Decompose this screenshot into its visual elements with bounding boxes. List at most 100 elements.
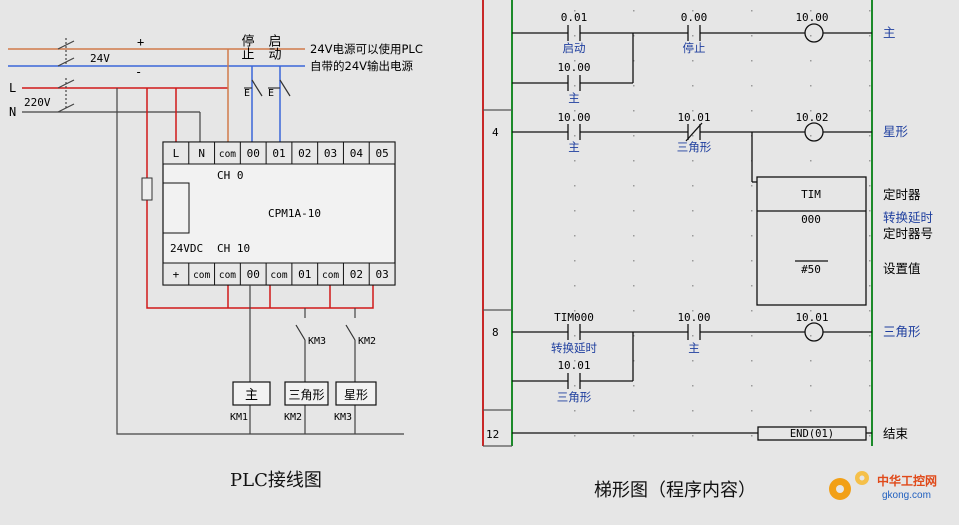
end-instruction: END(01) [790, 428, 834, 440]
coil-km1: 主 KM1 [230, 381, 271, 423]
timer-title: TIM [801, 188, 821, 201]
r2-contact2-address: 10.01 [677, 111, 710, 124]
stop-button-icon [244, 79, 263, 97]
start-label: 启动 [266, 34, 282, 61]
r3-contact2-address: 10.00 [677, 311, 710, 324]
fuse-icon [141, 177, 153, 201]
r1-coil-address: 10.00 [795, 11, 828, 24]
output-terminal-5: 01 [298, 268, 311, 281]
neutral-return-wire [116, 88, 404, 435]
rung-3 [512, 322, 872, 389]
rung-number-12: 12 [486, 428, 499, 441]
wiring-caption: PLC接线图 [230, 470, 322, 491]
input-terminal-4: 01 [272, 147, 285, 160]
rung-number-8: 8 [492, 326, 499, 339]
r1-contact2-address: 0.00 [681, 11, 708, 24]
ladder-caption: 梯形图（程序内容） [594, 480, 756, 501]
start-button-icon [268, 79, 291, 97]
note-line-1: 24V电源可以使用PLC [310, 42, 423, 56]
coil-km2: 三角形 KM2 [284, 381, 329, 423]
timer-delay-note: 转换延时 [883, 210, 934, 225]
end-note: 结束 [883, 426, 909, 441]
rung-1 [512, 23, 872, 91]
relay-km3-label: KM3 [308, 336, 326, 347]
r2-contact1-name: 主 [568, 140, 580, 154]
timer-setting-note: 设置值 [883, 261, 921, 276]
r1-contact1-name: 启动 [563, 41, 586, 55]
note-line-2: 自带的24V输出电源 [310, 59, 413, 73]
input-terminal-strip [162, 141, 396, 165]
rung-end [512, 426, 872, 441]
coil-km1-label: 主 [245, 388, 258, 403]
output-terminal-1: com [193, 270, 210, 281]
input-channel-label: CH 0 [217, 169, 244, 182]
input-terminal-7: 04 [350, 147, 364, 160]
plc-model-label: CPM1A-10 [268, 207, 321, 220]
input-terminal-6: 03 [324, 147, 337, 160]
r1-contact3-address: 10.00 [557, 61, 590, 74]
r1-contact3-name: 主 [568, 91, 580, 105]
input-terminal-8: 05 [375, 147, 388, 160]
input-terminal-3: 00 [247, 147, 260, 160]
svg-text:E: E [244, 88, 250, 99]
r2-coil-address: 10.02 [795, 111, 828, 124]
output-terminal-8: 03 [375, 268, 388, 281]
input-terminal-2: com [219, 149, 236, 160]
timer-note: 定时器 [883, 187, 921, 202]
output-terminal-6: com [322, 270, 339, 281]
supply-220v-label: 220V [24, 96, 51, 109]
input-terminal-0: L [173, 147, 180, 160]
r3-contact1-name: 转换延时 [551, 341, 597, 355]
stop-label: 停止 [239, 33, 255, 60]
rung-2 [512, 122, 872, 306]
supply-24v-label: 24V [90, 52, 110, 65]
input-terminal-5: 02 [298, 147, 311, 160]
km2-contact-icon [345, 324, 356, 341]
gear-logo-icon [829, 471, 869, 500]
r1-contact1-address: 0.01 [561, 11, 588, 24]
r2-coil-name: 星形 [883, 124, 909, 139]
r3-contact3-name: 三角形 [557, 390, 592, 404]
line-L-label: L [9, 81, 16, 95]
coil-km2-label: 三角形 [288, 388, 324, 402]
minus-rail-label: - [135, 65, 142, 79]
wiring-diagram: + - 24V L N 220V [8, 33, 423, 491]
r3-coil-address: 10.01 [795, 311, 828, 324]
r3-coil-name: 三角形 [883, 324, 921, 339]
coil-km3-label: 星形 [344, 388, 368, 402]
plus-rail-label: + [137, 35, 144, 49]
input-terminal-1: N [198, 147, 205, 160]
timer-number: 000 [801, 213, 821, 226]
breaker-220v [57, 78, 75, 113]
output-supply-label: 24VDC [170, 242, 203, 255]
output-terminal-0: + [173, 268, 180, 281]
watermark-cn: 中华工控网 [877, 473, 937, 488]
output-terminal-7: 02 [350, 268, 363, 281]
plc-expansion-slot [162, 182, 190, 234]
r3-contact1-address: TIM000 [554, 311, 594, 324]
km3-contact-icon [295, 324, 306, 341]
coil-km3-tag: KM3 [334, 412, 352, 423]
timer-number-note: 定时器号 [883, 226, 933, 241]
output-channel-label: CH 10 [217, 242, 250, 255]
watermark: 中华工控网 gkong.com [829, 471, 937, 501]
watermark-url: gkong.com [882, 490, 931, 501]
coil-km2-tag: KM2 [284, 412, 302, 423]
breaker-24v [57, 38, 75, 67]
output-terminal-3: 00 [247, 268, 260, 281]
r2-contact1-address: 10.00 [557, 111, 590, 124]
coil-km1-tag: KM1 [230, 412, 248, 423]
coil-km3: 星形 KM3 [334, 381, 377, 423]
line-N-label: N [9, 105, 16, 119]
output-terminal-2: com [219, 270, 236, 281]
output-terminal-4: com [270, 270, 287, 281]
plc-unit [162, 141, 396, 286]
r1-contact2-name: 停止 [683, 41, 706, 55]
rung-number-4: 4 [492, 126, 499, 139]
output-terminal-strip [162, 262, 396, 286]
svg-text:E: E [268, 88, 274, 99]
r3-contact2-name: 主 [688, 341, 700, 355]
